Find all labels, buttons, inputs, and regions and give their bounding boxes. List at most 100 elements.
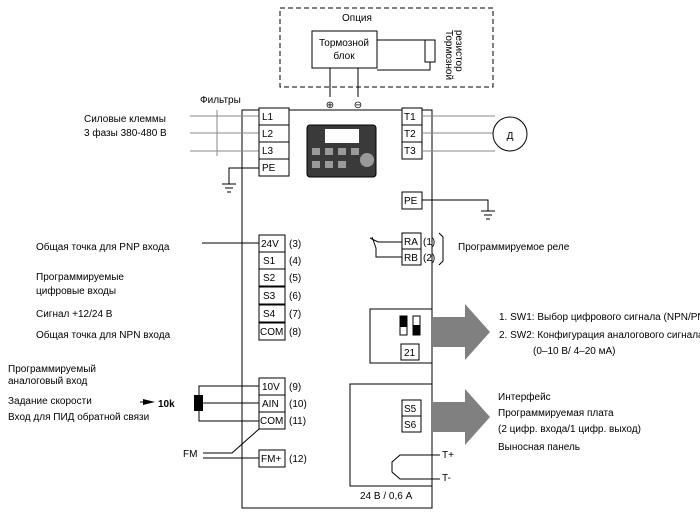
terminal-pe-left-label: PE: [262, 163, 276, 174]
terminal-number-8: (8): [289, 327, 301, 338]
terminal-rb: [401, 248, 422, 266]
terminal-l1-label: L1: [262, 112, 274, 123]
motor-label: Д: [507, 131, 514, 142]
supply-label: 24 В / 0,6 А: [360, 491, 413, 502]
wire-pe-right: [422, 199, 489, 211]
wire-com-analog: [198, 411, 259, 422]
dc-minus-terminal: ⊖: [354, 100, 362, 111]
brake-resistor-label-line1: Тормозной: [443, 30, 454, 80]
keypad-button: [325, 161, 333, 168]
terminal-number-7: (7): [289, 309, 301, 320]
remote-panel-connector: [391, 454, 440, 480]
option-title: Опция: [342, 13, 372, 24]
analog-input-label-line1: Программируемый: [8, 364, 96, 375]
keypad-button: [325, 148, 333, 155]
t-minus-label: T-: [442, 473, 451, 484]
sw2-label: 2. SW2: Конфигурация аналогового сигнала: [499, 329, 700, 341]
dip-switch-sw2-knob: [413, 325, 420, 335]
terminal-number-10: (10): [289, 399, 307, 410]
switch-arrow: [432, 304, 490, 360]
terminal-number-2: (2): [423, 253, 435, 264]
terminal-s6-label: S6: [404, 420, 417, 431]
pid-feedback-label: Вход для ПИД обратной связи: [8, 411, 149, 423]
terminal-number-12: (12): [289, 454, 307, 465]
dip-switch-number-box: [400, 343, 420, 361]
potentiometer-arrow-head: [143, 399, 155, 405]
keypad-button: [312, 161, 320, 168]
interface-label: Интерфейс: [498, 391, 551, 403]
prog-board-label: Программируемая плата: [498, 408, 614, 419]
dip-switch-number: 21: [404, 348, 416, 359]
terminal-ain-label: AIN: [262, 399, 279, 410]
terminal-com-analog: [258, 411, 286, 430]
motor-symbol: [492, 116, 528, 152]
terminal-pe-left: [258, 158, 290, 177]
fm-label: FM: [183, 449, 197, 460]
terminal-number-4: (4): [289, 256, 301, 267]
keypad-button: [312, 148, 320, 155]
relay-bracket: [438, 232, 444, 266]
wire-pe-left: [228, 167, 259, 184]
brake-unit-box: [311, 30, 378, 69]
terminal-s2: [258, 268, 286, 287]
potentiometer-symbol: [194, 395, 203, 411]
keypad-dial: [360, 153, 374, 167]
filters-label: Фильтры: [200, 95, 241, 106]
terminal-l3-label: L3: [262, 146, 274, 157]
analog-input-label-line2: аналоговый вход: [8, 376, 88, 387]
terminal-com-digital-label: COM: [260, 327, 283, 338]
relay-contact: [371, 236, 377, 249]
sw2-range-label: (0–10 В/ 4–20 мА): [533, 346, 615, 357]
terminal-s4-label: S4: [263, 309, 276, 320]
terminal-number-5: (5): [289, 273, 301, 284]
board-io-label: (2 цифр. входа/1 цифр. выход): [498, 423, 641, 435]
brake-resistor-wire: [377, 39, 431, 71]
prog-relay-label: Программируемое реле: [458, 242, 570, 253]
keypad-button: [351, 148, 359, 155]
dc-plus-terminal: ⊕: [326, 100, 334, 111]
terminal-s3: [258, 286, 286, 305]
signal-label: Сигнал +12/24 В: [36, 309, 113, 320]
terminal-s3-label: S3: [263, 291, 276, 302]
terminal-rb-label: RB: [404, 253, 418, 264]
terminal-s2-label: S2: [263, 273, 276, 284]
terminal-pe-right-label: PE: [404, 196, 418, 207]
terminal-s5-label: S5: [404, 404, 417, 415]
terminal-number-11: (11): [289, 416, 306, 427]
terminal-com-analog-label: COM: [260, 416, 283, 427]
brake-resistor-label-line2: резистор: [453, 30, 464, 72]
terminal-s4: [258, 304, 286, 323]
power-terminals-label-line2: 3 фазы 380-480 В: [84, 127, 167, 139]
terminal-ra-label: RA: [404, 237, 418, 248]
wire-fm-common: [203, 428, 260, 454]
terminal-s6: [401, 415, 422, 433]
remote-panel-label: Выносная панель: [498, 442, 580, 453]
terminal-l2-label: L2: [262, 129, 274, 140]
option-frame: [279, 7, 494, 88]
dip-switch-sw1-knob: [400, 316, 407, 327]
terminal-fm-plus-label: FM+: [261, 454, 281, 465]
potentiometer-value: 10k: [158, 399, 175, 410]
terminal-t2-label: T2: [404, 129, 416, 140]
brake-unit-label-line1: Тормозной: [319, 38, 369, 49]
terminal-number-3: (3): [289, 239, 301, 250]
brake-unit-label-line2: блок: [333, 50, 355, 62]
terminal-number-1: (1): [423, 237, 435, 248]
terminal-s1-label: S1: [263, 256, 276, 267]
relay-contact: [375, 248, 402, 258]
interface-arrow: [432, 389, 490, 445]
pnp-common-label: Общая точка для PNP входа: [36, 241, 170, 253]
keypad-button: [338, 148, 346, 155]
interface-board-area: [349, 383, 433, 487]
prog-digital-inputs-label-line1: Программируемые: [36, 272, 124, 283]
brake-resistor-symbol: [424, 39, 436, 63]
terminal-com-digital: [258, 322, 286, 341]
terminal-fm-plus: [258, 449, 286, 468]
speed-reference-label: Задание скорости: [8, 396, 92, 407]
terminal-t3-label: T3: [404, 146, 416, 157]
terminal-24v-label: 24V: [261, 239, 279, 250]
npn-common-label: Общая точка для NPN входа: [36, 329, 171, 341]
terminal-10v-label: 10V: [262, 382, 280, 393]
